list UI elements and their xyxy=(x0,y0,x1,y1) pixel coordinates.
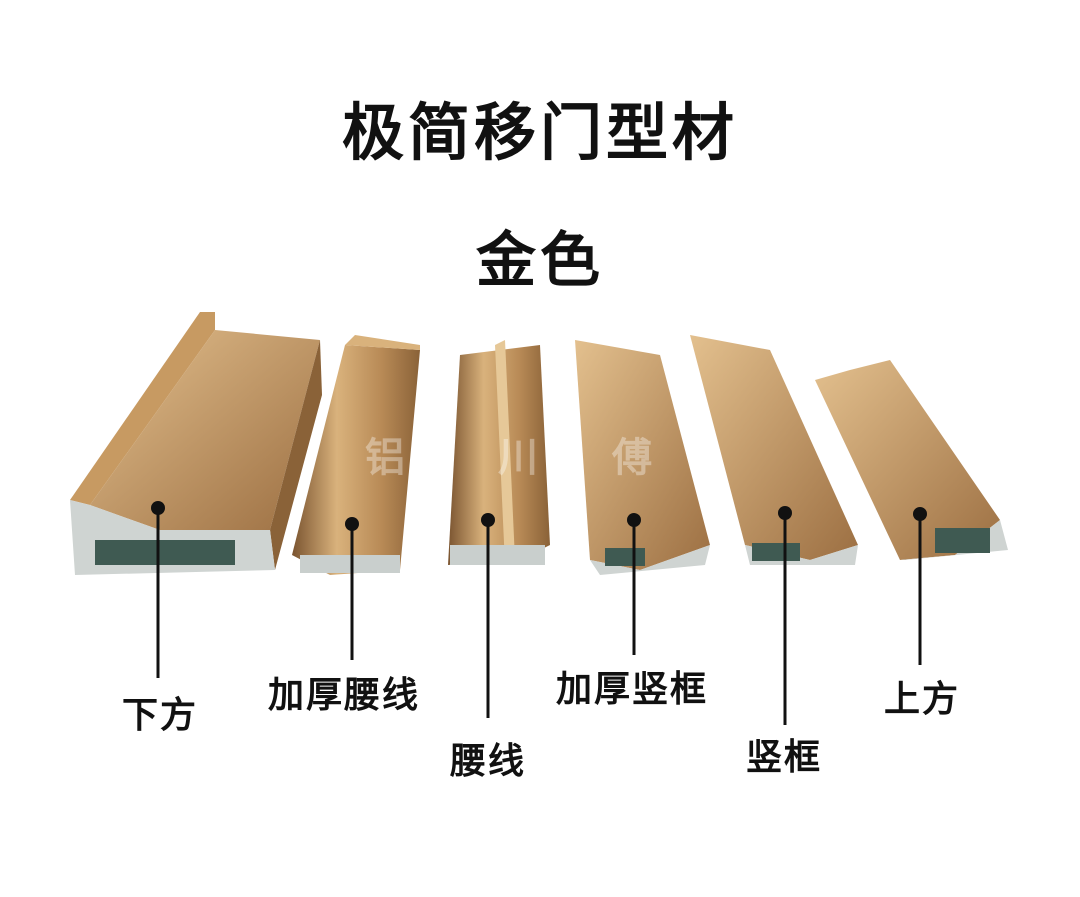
label-shangfang: 上方 xyxy=(884,679,961,720)
profile-jiahou-yaoxian xyxy=(292,335,420,575)
leader-shukuang xyxy=(778,506,792,725)
watermark-char-1: 铝 xyxy=(365,435,405,481)
label-shukuang: 竖框 xyxy=(746,737,823,778)
profile-shangfang xyxy=(815,360,1008,560)
leader-shangfang xyxy=(913,507,927,665)
watermark-char-3: 傅 xyxy=(612,435,652,481)
color-subtitle: 金色 xyxy=(476,226,604,296)
leader-yaoxian xyxy=(481,513,495,718)
label-jiahou-shukuang: 加厚竖框 xyxy=(556,669,709,710)
leader-jiahou-shukuang xyxy=(627,513,641,655)
profile-yaoxian xyxy=(448,340,550,565)
label-jiahou-yaoxian: 加厚腰线 xyxy=(268,675,421,716)
watermark-char-2: 川 xyxy=(498,435,538,481)
label-xiafang: 下方 xyxy=(122,695,199,736)
profile-xiafang xyxy=(70,312,322,575)
leader-jiahou-yaoxian xyxy=(345,517,359,660)
profile-shukuang xyxy=(690,335,858,565)
leader-xiafang xyxy=(151,501,165,678)
page-title: 极简移门型材 xyxy=(341,96,738,169)
label-yaoxian: 腰线 xyxy=(450,741,527,782)
